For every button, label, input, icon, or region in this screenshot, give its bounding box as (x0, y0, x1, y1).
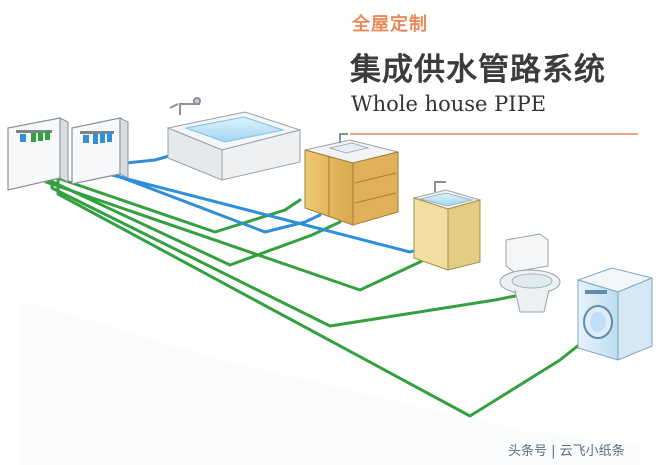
header-tag: 全屋定制 (352, 14, 428, 35)
manifold-left (7, 117, 69, 191)
floor-shadow (20, 300, 640, 465)
vanity-cabinet (304, 133, 399, 226)
faucet-icon (434, 181, 446, 192)
page-title: 集成供水管路系统 (350, 52, 606, 88)
washbasin (412, 181, 482, 271)
bathtub (166, 97, 302, 181)
page-subtitle: Whole house PIPE (351, 92, 547, 116)
title-divider (350, 133, 638, 135)
manifold-right (71, 117, 129, 185)
faucet-icon (339, 133, 348, 143)
faucet-icon (169, 97, 201, 115)
watermark: 头条号 | 云飞小纸条 (508, 444, 625, 459)
washing-machine (576, 267, 654, 361)
toilet (499, 233, 561, 313)
